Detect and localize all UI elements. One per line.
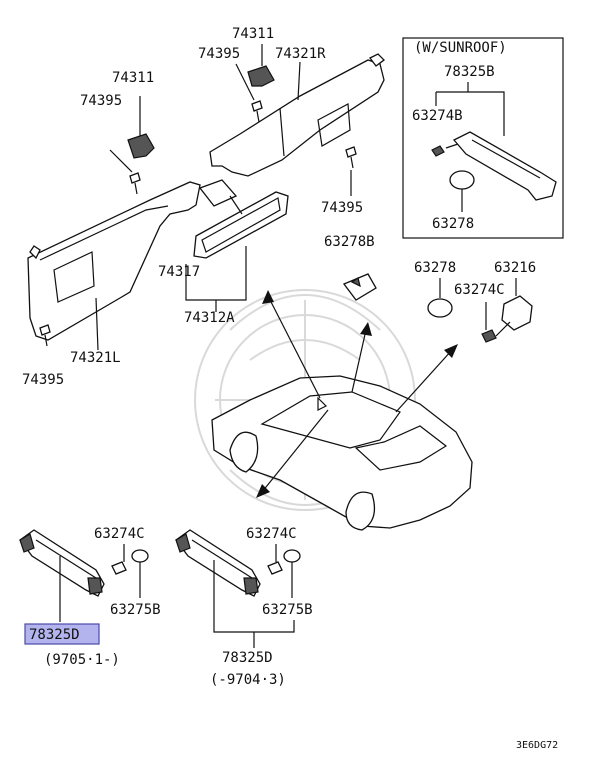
- screw-74395-left-top: [109, 149, 141, 195]
- arrows: [256, 290, 458, 498]
- assist-grip-middle: [175, 529, 261, 597]
- label-74395-right-side: 74395: [321, 200, 363, 216]
- label-74321R: 74321R: [275, 46, 326, 62]
- screw-74395-left-bottom: [39, 324, 51, 347]
- label-date-mid: (-9704·3): [210, 672, 286, 688]
- label-74395-left-bottom: 74395: [22, 372, 64, 388]
- label-74312A: 74312A: [184, 310, 235, 326]
- label-63274C-mid: 63274C: [246, 526, 297, 542]
- label-74395-right-top: 74395: [198, 46, 240, 62]
- label-63278: 63278: [414, 260, 456, 276]
- visor-holder-clip-left: [127, 96, 155, 159]
- cap-63275B-mid: [283, 549, 301, 598]
- cap-63278: [427, 278, 453, 318]
- leader-74321L: [95, 297, 99, 351]
- screw-74395-right-top: [235, 63, 263, 123]
- label-63275B-mid: 63275B: [262, 602, 313, 618]
- vehicle-outline: [211, 375, 473, 531]
- rear-view-mirror: [193, 179, 289, 259]
- label-63274C-left: 63274C: [94, 526, 145, 542]
- label-63274B: 63274B: [412, 108, 463, 124]
- label-date-left: (9705·1-): [44, 652, 120, 668]
- cap-63278B: [342, 273, 377, 301]
- label-78325D-highlight: 78325D: [29, 627, 80, 643]
- label-74317: 74317: [158, 264, 200, 280]
- sun-visor-left: [27, 181, 201, 341]
- label-63274C-right: 63274C: [454, 282, 505, 298]
- sunroof-variant-box: [402, 37, 564, 239]
- label-78325B: 78325B: [444, 64, 495, 80]
- label-78325D-mid: 78325D: [222, 650, 273, 666]
- label-sunroof-header: (W/SUNROOF): [414, 40, 507, 56]
- leader-74321R: [297, 61, 301, 101]
- assist-grip-left: [19, 529, 105, 597]
- screw-63274C-left: [111, 544, 127, 575]
- label-63216: 63216: [494, 260, 536, 276]
- label-74321L: 74321L: [70, 350, 121, 366]
- screw-63274C-right: [481, 302, 511, 343]
- label-63278-sunroof: 63278: [432, 216, 474, 232]
- screw-63274B: [431, 143, 459, 157]
- label-63275B-left: 63275B: [110, 602, 161, 618]
- assist-grip-sunroof: [452, 131, 557, 201]
- part-highlight-78325D: [24, 623, 100, 645]
- label-63278B: 63278B: [324, 234, 375, 250]
- figure-code: 3E6DG72: [516, 740, 558, 751]
- label-74311-right: 74311: [232, 26, 274, 42]
- sun-visor-right: [209, 53, 385, 177]
- screw-74395-right-side: [345, 146, 357, 196]
- cap-63278-sunroof: [449, 170, 475, 212]
- hook-63216: [501, 278, 533, 331]
- bracket-78325B: [436, 91, 505, 136]
- label-74395-left: 74395: [80, 93, 122, 109]
- screw-63274C-mid: [267, 544, 283, 575]
- label-74311-left: 74311: [112, 70, 154, 86]
- cap-63275B-left: [131, 549, 149, 598]
- visor-holder-clip-right: [247, 44, 275, 87]
